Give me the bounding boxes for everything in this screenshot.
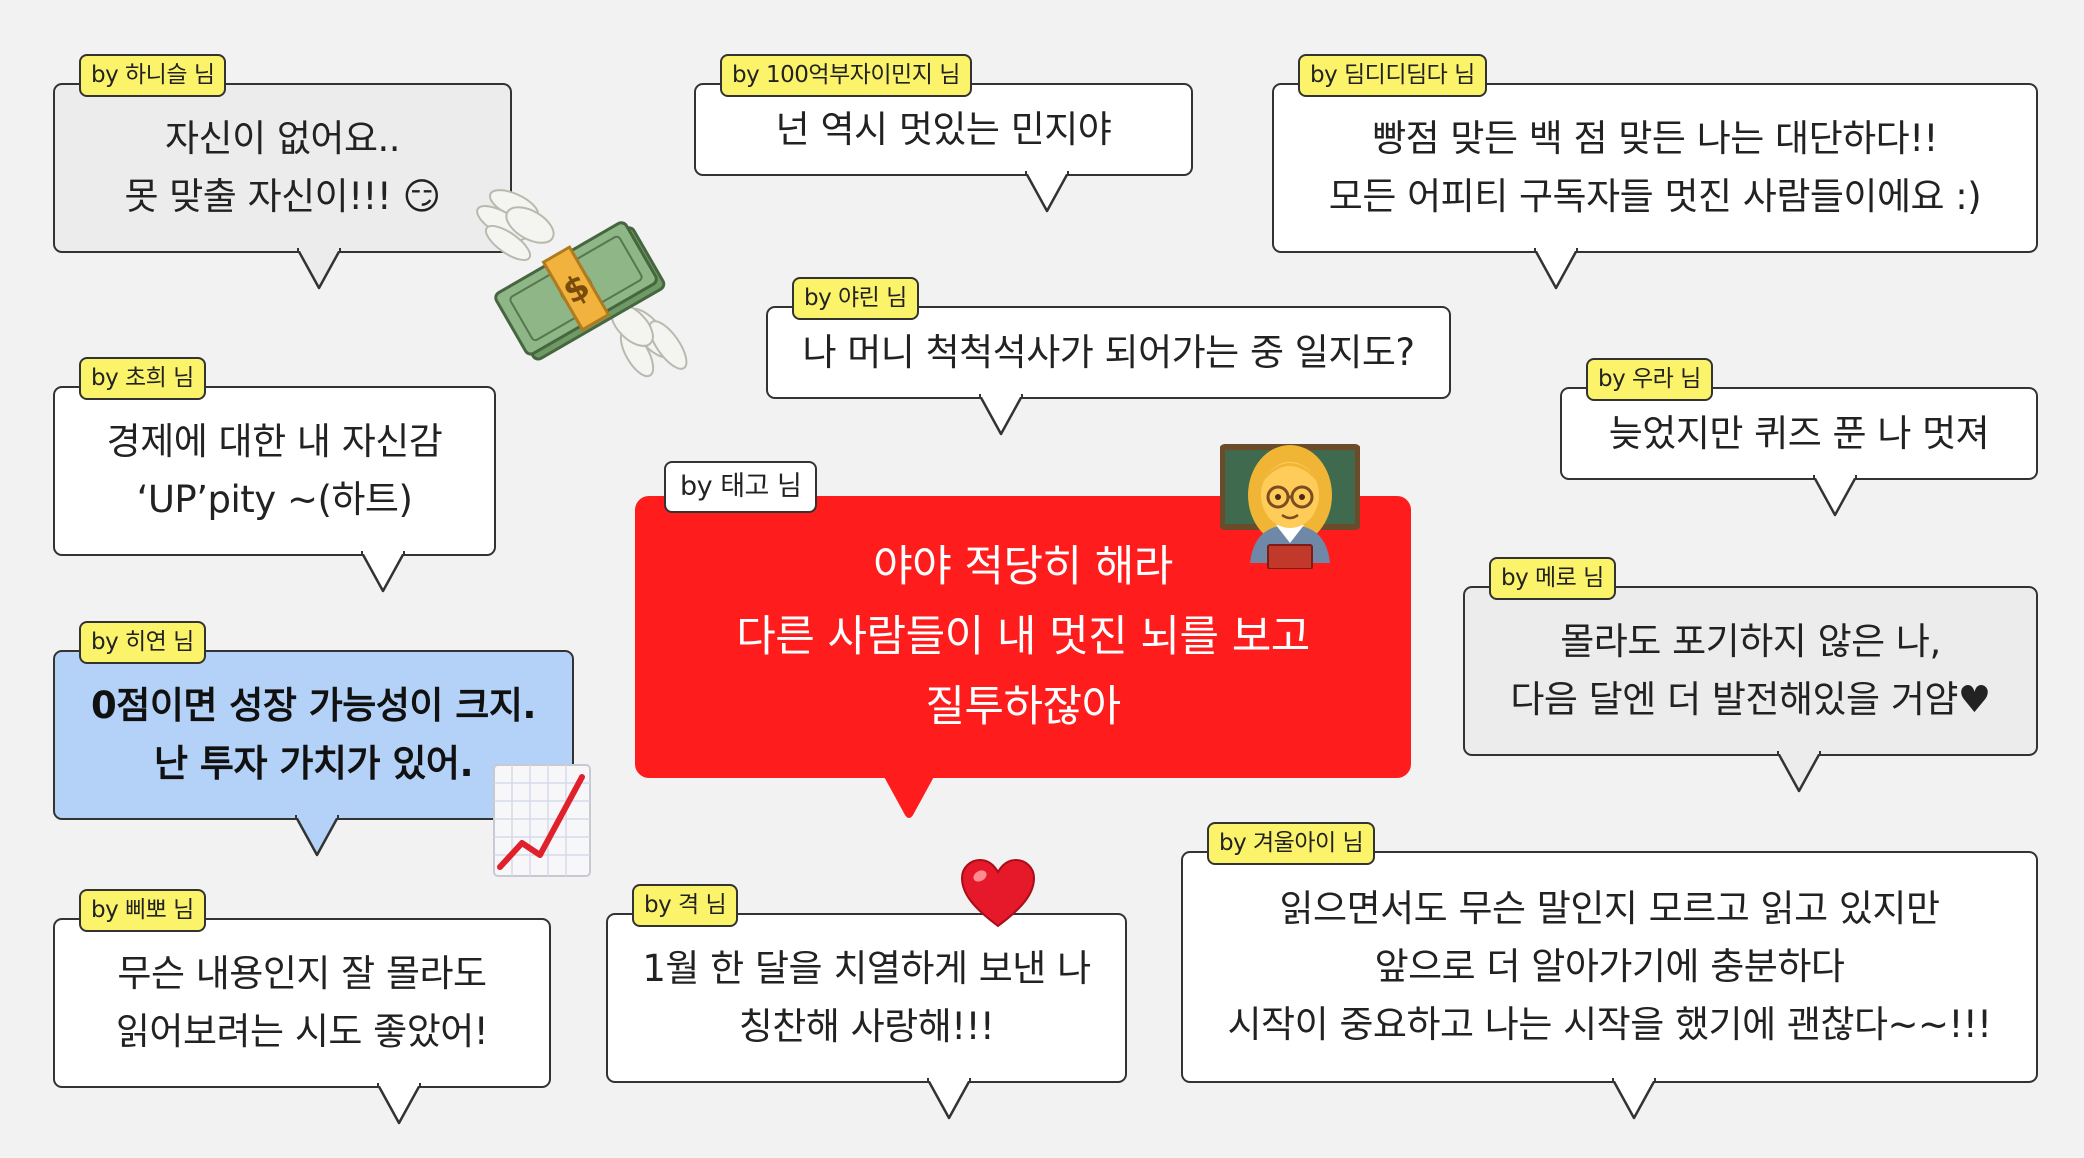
message-line: 못 맞출 자신이!!! 😏 bbox=[124, 175, 441, 218]
speech-tail bbox=[1025, 171, 1069, 213]
message-line: 다음 달엔 더 발전해있을 거얌♥ bbox=[1510, 678, 1991, 721]
message-bubble-hanisul: by 하니슬 님 자신이 없어요.. 못 맞출 자신이!!! 😏 bbox=[53, 54, 512, 290]
author-tag: by 초희 님 bbox=[79, 357, 206, 400]
message-bubble-dimdidi: by 딤디디딤다 님 빵점 맞든 백 점 맞든 나는 대단하다!! 모든 어피티… bbox=[1272, 54, 2038, 290]
message-line: 무슨 내용인지 잘 몰라도 bbox=[117, 952, 487, 995]
message-bubble-gyeoulai: by 겨울아이 님 읽으면서도 무슨 말인지 모르고 읽고 있지만 앞으로 더 … bbox=[1181, 822, 2038, 1120]
author-tag: by 태고 님 bbox=[664, 461, 818, 513]
chart-increasing-icon bbox=[493, 764, 591, 877]
author-tag: by 우라 님 bbox=[1586, 358, 1713, 401]
message-line: 모든 어피티 구독자들 멋진 사람들이에요 :) bbox=[1328, 175, 1982, 218]
speech-tail bbox=[297, 248, 341, 290]
teacher-icon bbox=[1220, 444, 1360, 569]
money-with-wings-icon: $ bbox=[476, 189, 688, 378]
author-tag: by 메로 님 bbox=[1489, 557, 1616, 600]
speech-tail bbox=[1534, 248, 1578, 290]
message-line: 난 투자 가치가 있어. bbox=[153, 742, 474, 785]
message-bubble-ppippo: by 삐뽀 님 무슨 내용인지 잘 몰라도 읽어보려는 시도 좋았어! bbox=[53, 889, 551, 1125]
message-line: 늦었지만 퀴즈 푼 나 멋져 bbox=[1608, 411, 1990, 455]
author-tag: by 격 님 bbox=[632, 884, 739, 927]
message-bubble-ura: by 우라 님 늦었지만 퀴즈 푼 나 멋져 bbox=[1560, 358, 2038, 517]
message-line: 앞으로 더 알아가기에 충분하다 bbox=[1374, 945, 1845, 988]
message-line: 읽으면서도 무슨 말인지 모르고 읽고 있지만 bbox=[1279, 887, 1940, 930]
author-tag: by 히연 님 bbox=[79, 621, 206, 664]
message-bubble-gyeok: by 격 님 1월 한 달을 치열하게 보낸 나 칭찬해 사랑해!!! bbox=[606, 884, 1127, 1120]
message-line: 1월 한 달을 치열하게 보낸 나 bbox=[642, 947, 1091, 990]
message-line: ‘UP’pity ~(하트) bbox=[136, 478, 413, 521]
message-line: 나 머니 척척석사가 되어가는 중 일지도? bbox=[802, 330, 1415, 374]
author-tag: by 100억부자이민지 님 bbox=[720, 54, 972, 97]
message-line: 경제에 대한 내 자신감 bbox=[106, 420, 443, 463]
message-line: 넌 역시 멋있는 민지야 bbox=[775, 107, 1112, 151]
author-tag: by 딤디디딤다 님 bbox=[1298, 54, 1487, 97]
author-tag: by 야린 님 bbox=[792, 277, 919, 320]
message-line: 빵점 맞든 백 점 맞든 나는 대단하다!! bbox=[1372, 117, 1938, 160]
message-line: 0점이면 성장 가능성이 크지. bbox=[91, 684, 536, 727]
author-tag: by 하니슬 님 bbox=[79, 54, 227, 97]
speech-tail bbox=[295, 815, 339, 857]
message-bubble-minji: by 100억부자이민지 님 넌 역시 멋있는 민지야 bbox=[694, 54, 1193, 213]
speech-tail bbox=[361, 551, 405, 593]
speech-tail bbox=[927, 1078, 971, 1120]
speech-tail bbox=[1813, 475, 1857, 517]
message-bubble-hiyeon: by 히연 님 0점이면 성장 가능성이 크지. 난 투자 가치가 있어. bbox=[53, 621, 574, 857]
message-line: 몰라도 포기하지 않은 나, bbox=[1560, 620, 1941, 663]
message-line: 자신이 없어요.. bbox=[164, 117, 401, 160]
message-line: 야야 적당히 해라 bbox=[873, 542, 1173, 592]
speech-tail bbox=[882, 773, 936, 818]
author-tag: by 겨울아이 님 bbox=[1207, 822, 1376, 865]
message-line: 시작이 중요하고 나는 시작을 했기에 괜찮다~~!!! bbox=[1227, 1003, 1992, 1046]
speech-tail bbox=[377, 1083, 421, 1125]
message-line: 읽어보려는 시도 좋았어! bbox=[115, 1010, 489, 1053]
heart-icon bbox=[960, 858, 1036, 928]
message-bubble-mero: by 메로 님 몰라도 포기하지 않은 나, 다음 달엔 더 발전해있을 거얌♥ bbox=[1463, 557, 2038, 793]
speech-tail bbox=[1777, 751, 1821, 793]
message-line: 질투하잖아 bbox=[925, 682, 1121, 732]
speech-tail bbox=[1612, 1078, 1656, 1120]
message-bubble-chohui: by 초희 님 경제에 대한 내 자신감 ‘UP’pity ~(하트) bbox=[53, 357, 496, 593]
speech-tail bbox=[979, 394, 1023, 436]
message-line: 칭찬해 사랑해!!! bbox=[738, 1005, 995, 1048]
message-bubble-yarin: by 야린 님 나 머니 척척석사가 되어가는 중 일지도? bbox=[766, 277, 1451, 436]
message-line: 다른 사람들이 내 멋진 뇌를 보고 bbox=[736, 612, 1310, 662]
author-tag: by 삐뽀 님 bbox=[79, 889, 206, 932]
